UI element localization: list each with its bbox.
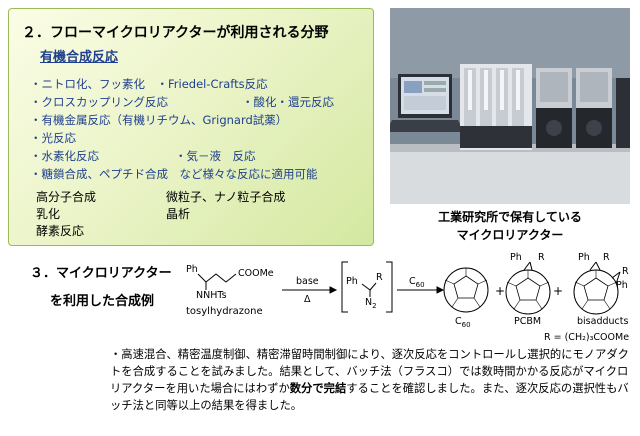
section2-title: ２．フローマイクロリアクターが利用される分野: [22, 25, 329, 41]
section2-subtitle: 有機合成反応: [40, 50, 119, 65]
reaction-item: ・有機金属反応（有機リチウム、Grignard試薬）: [30, 113, 288, 127]
results-highlight: 数分で完結: [289, 382, 347, 395]
plus-sign: +: [553, 284, 564, 298]
c60-label-c: C: [455, 316, 462, 327]
microreactor-photo-illustration: [390, 8, 630, 204]
c60-reagent-label: C60: [409, 276, 425, 289]
bis-ph-label: Ph: [616, 280, 628, 291]
results-paragraph: ・高速混合、精密温度制御、精密滞留時間制御により、逐次反応をコントロールし選択的…: [110, 346, 636, 414]
section3-title-line1: ３．マイクロリアクター: [30, 266, 172, 281]
field-item: 乳化: [36, 207, 61, 221]
results-text: ・高速混合、精密温度制御、精密滞留時間制御により、逐次反応をコントロールし選択的…: [110, 348, 629, 395]
int-n2-label: N2: [365, 297, 377, 310]
bis-r-label: R: [622, 266, 629, 277]
reaction-fields-panel: [8, 8, 374, 246]
reaction-item: ・光反応: [30, 131, 76, 145]
field-item: 高分子合成: [36, 190, 97, 204]
reaction-item: ・酸化・還元反応: [242, 95, 334, 109]
pcbm-ph-label: Ph: [510, 252, 522, 263]
pcbm-label: PCBM: [514, 316, 542, 327]
int-n: N: [365, 297, 373, 308]
int-n-sub: 2: [372, 301, 377, 310]
r-definition: R = (CH₂)₃COOMe: [544, 332, 630, 343]
bis-r-label: R: [603, 252, 610, 263]
plus-sign: +: [495, 284, 506, 298]
sm-ph-label: Ph: [186, 264, 198, 275]
photo-caption: 工業研究所で保有している マイクロリアクター: [390, 204, 630, 250]
photo-caption-line: マイクロリアクター: [456, 228, 564, 242]
pcbm-r-label: R: [538, 252, 545, 263]
reaction-item: ・気－液 反応: [175, 149, 256, 163]
int-ph-label: Ph: [346, 276, 358, 287]
reaction-item: ・水素化反応: [30, 149, 99, 163]
field-item: 微粒子、ナノ粒子合成: [166, 190, 286, 204]
field-item: 晶析: [166, 207, 191, 221]
reagent-base: base: [296, 276, 319, 287]
c60-label-sub: 60: [461, 320, 471, 329]
bisadduct-structure: [573, 261, 621, 315]
pcbm-structure: [505, 261, 551, 315]
sm-hydrazone-label: NNHTs: [196, 290, 227, 301]
field-item: 酵素反応: [36, 224, 85, 238]
c60-structure: [443, 267, 489, 313]
photo-caption-line: 工業研究所で保有している: [438, 210, 582, 224]
reaction-item: ・ニトロ化、フッ素化 ・Friedel-Crafts反応: [30, 77, 268, 91]
bisadducts-label: bisadducts: [577, 316, 629, 327]
c60-label: C60: [455, 316, 471, 329]
reaction-item: ・クロスカップリング反応: [30, 95, 168, 109]
int-r-label: R: [376, 272, 383, 283]
microreactor-photo: [390, 8, 630, 204]
sm-name: tosylhydrazone: [186, 306, 263, 317]
c60-reagent-c: C: [409, 276, 416, 287]
results-text: することを確認しました。また、逐次反応の選択性もバッチ法と同等以上の結果を得まし…: [110, 382, 629, 412]
bis-ph-label: Ph: [578, 252, 590, 263]
sm-ester-label: COOMe: [238, 268, 274, 279]
reaction-item: ・糖鎖合成、ペプチド合成 など様々な反応に適用可能: [30, 167, 318, 181]
section3-title-line2: を利用した合成例: [50, 294, 155, 309]
reagent-heat: Δ: [304, 294, 311, 305]
c60-reagent-sub: 60: [415, 280, 425, 289]
